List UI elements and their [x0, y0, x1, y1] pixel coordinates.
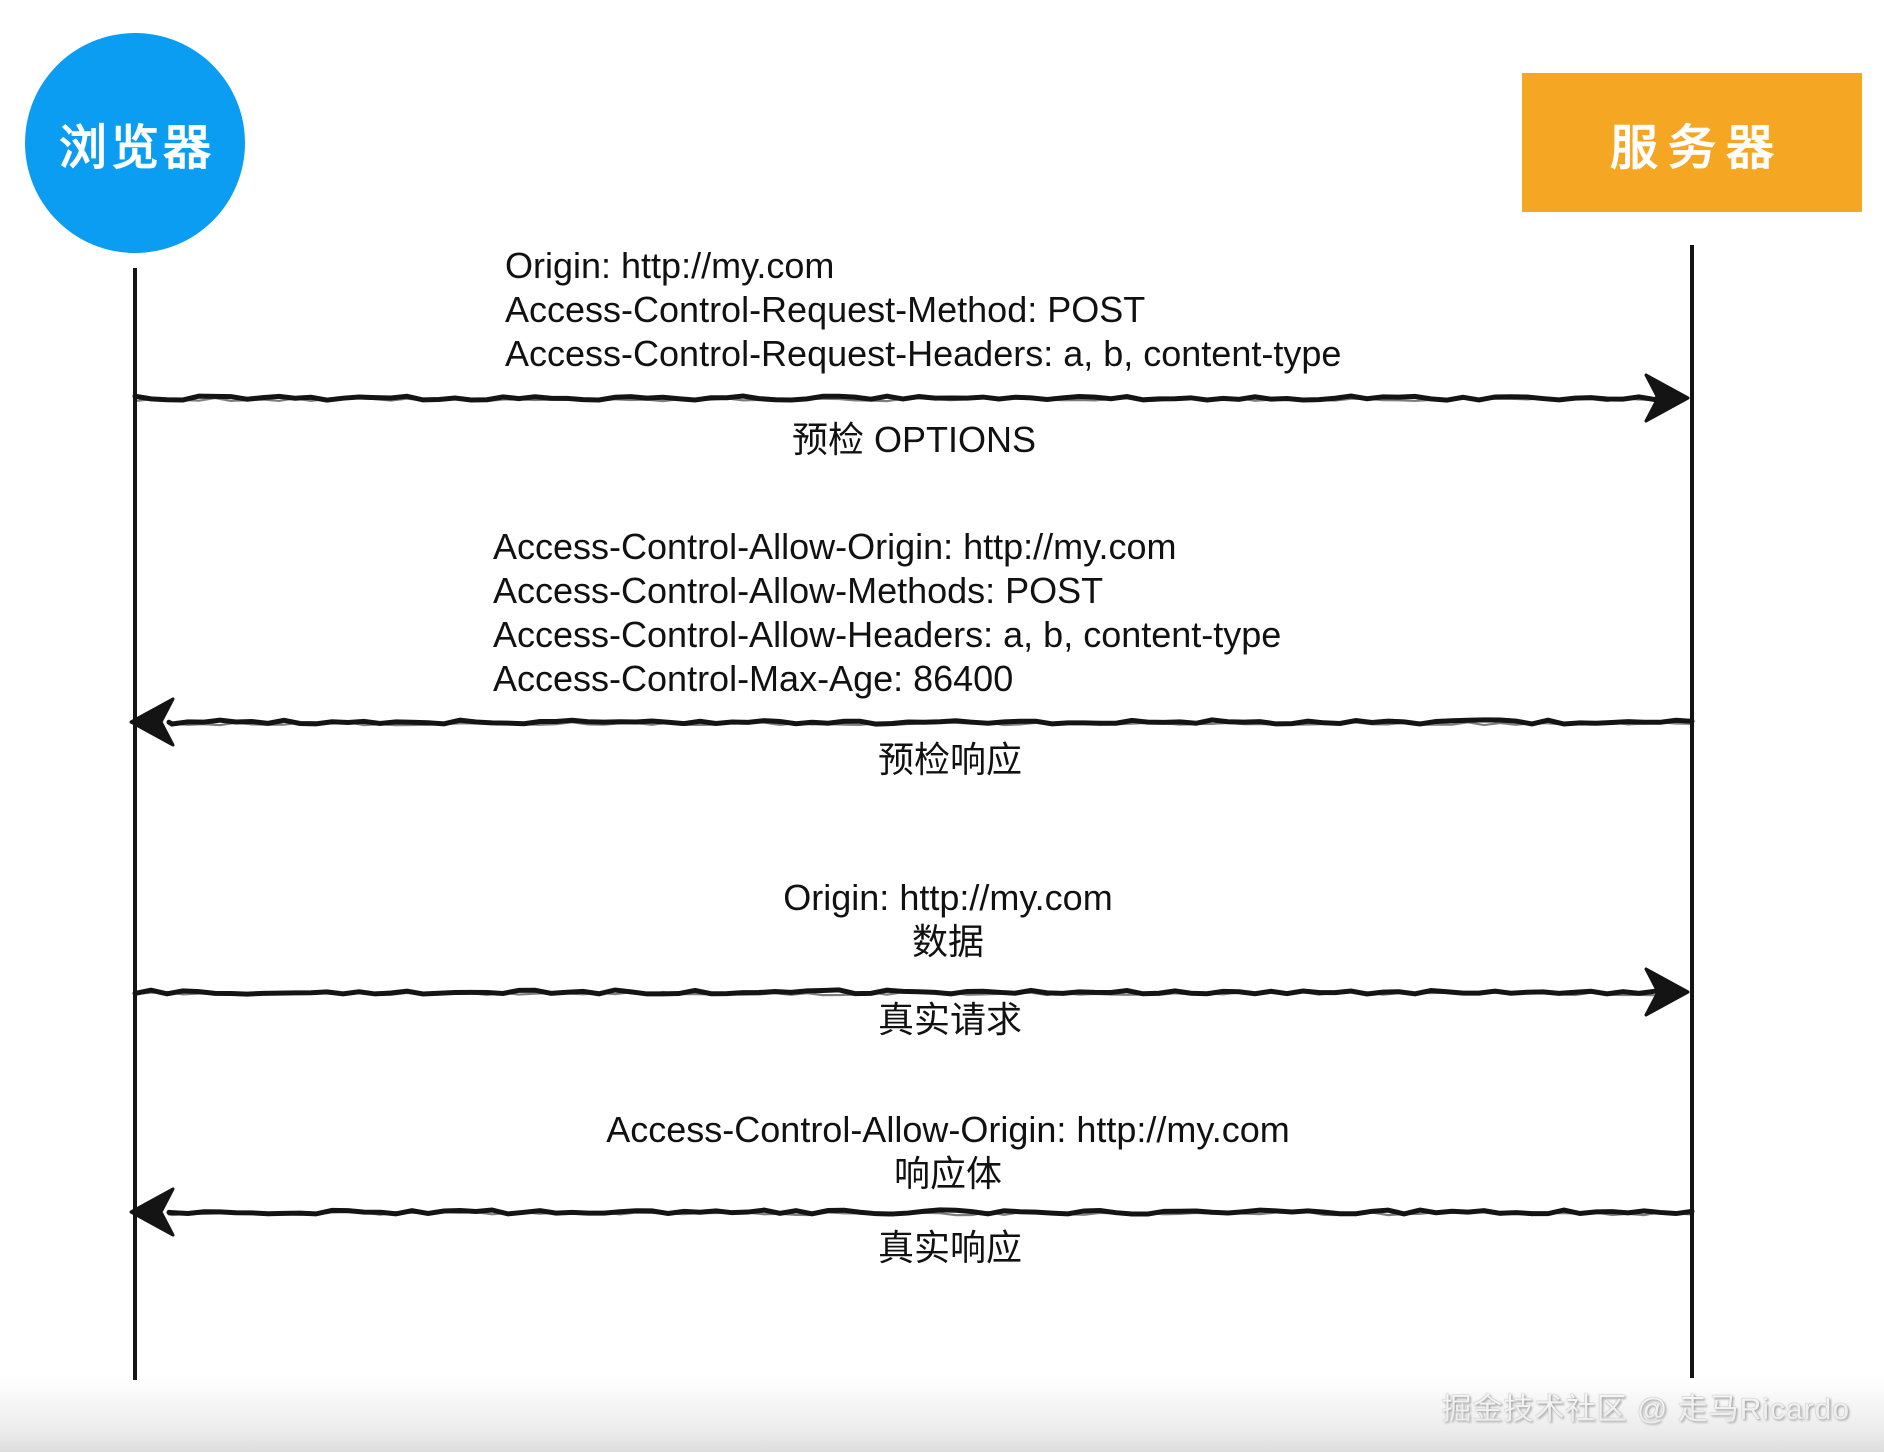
- header-line: Origin: http://my.com: [783, 877, 1113, 918]
- actual-response-headers: Access-Control-Allow-Origin: http://my.c…: [0, 1108, 1884, 1196]
- header-line: Access-Control-Allow-Methods: POST: [493, 570, 1104, 611]
- watermark: 掘金技术社区 @ 走马Ricardo: [1441, 1393, 1850, 1426]
- actual-request-label: 真实请求: [877, 999, 1022, 1040]
- actual-request-headers: Origin: http://my.com 数据: [0, 876, 1884, 964]
- arrow-stroke: [1644, 373, 1690, 423]
- browser-actor: 浏览器: [25, 33, 245, 253]
- preflight-request-arrow: [132, 373, 1690, 423]
- header-line: 响应体: [893, 1153, 1002, 1194]
- header-line: Access-Control-Max-Age: 86400: [493, 658, 1014, 699]
- actual-response-arrow: [129, 1187, 1695, 1237]
- header-line: 数据: [911, 921, 984, 962]
- preflight-request-label: 预检 OPTIONS: [791, 419, 1037, 460]
- actual-response-label: 真实响应: [877, 1227, 1022, 1268]
- preflight-response-label: 预检响应: [877, 739, 1022, 780]
- header-line: Access-Control-Allow-Origin: http://my.c…: [493, 526, 1177, 567]
- arrow-stroke: [129, 1187, 175, 1237]
- arrow-stroke: [133, 990, 1660, 997]
- arrow-stroke: [167, 720, 1694, 727]
- arrow-stroke: [133, 396, 1660, 403]
- browser-lifeline: [133, 268, 137, 1380]
- preflight-request-headers: Origin: http://my.com Access-Control-Req…: [505, 244, 1341, 376]
- actual-request-arrow: [132, 967, 1690, 1017]
- arrow-stroke: [129, 697, 175, 747]
- header-line: Access-Control-Allow-Headers: a, b, cont…: [493, 614, 1282, 655]
- server-lifeline: [1690, 245, 1694, 1378]
- preflight-response-arrow: [129, 697, 1695, 747]
- arrow-stroke: [1644, 967, 1690, 1017]
- header-line: Access-Control-Request-Method: POST: [505, 289, 1146, 330]
- header-line: Origin: http://my.com: [505, 245, 835, 286]
- header-line: Access-Control-Allow-Origin: http://my.c…: [606, 1109, 1290, 1150]
- header-line: Access-Control-Request-Headers: a, b, co…: [505, 333, 1342, 374]
- server-actor: 服务器: [1522, 73, 1862, 212]
- preflight-response-headers: Access-Control-Allow-Origin: http://my.c…: [493, 525, 1281, 701]
- arrow-stroke: [167, 1210, 1694, 1217]
